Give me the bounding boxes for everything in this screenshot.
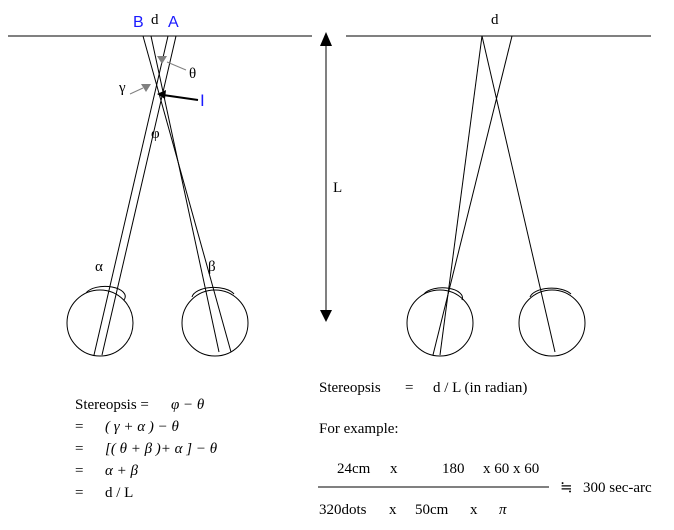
approx-symbol: ≒ — [560, 480, 573, 496]
label-beta: β — [208, 259, 216, 275]
numerator-term: 180 — [442, 461, 465, 477]
numerator-term: 24cm — [337, 461, 371, 477]
label-a: A — [168, 14, 179, 31]
label-b: B — [133, 14, 144, 31]
example-label: For example: — [319, 421, 399, 437]
derivation-line2-eq: = — [75, 419, 84, 435]
derivation-line5-expr: d / L — [105, 485, 134, 501]
derivation-line2-expr: ( γ + α ) − θ — [105, 419, 179, 435]
right-sight-lines — [432, 35, 556, 356]
formula-stereopsis-label: Stereopsis — [319, 380, 381, 396]
denominator-term: 50cm — [415, 502, 449, 518]
gamma-marker — [141, 84, 151, 92]
right-eye-right — [518, 287, 586, 357]
result-value: 300 sec-arc — [583, 480, 652, 496]
theta-leader — [166, 61, 187, 71]
label-gamma: γ — [119, 80, 126, 96]
derivation-line5-eq: = — [75, 485, 84, 501]
right-eye-left — [181, 286, 249, 357]
left-sight-lines — [93, 35, 232, 356]
denominator-times: x — [389, 502, 397, 518]
formula-equals: = — [405, 380, 414, 396]
derivation-line3-eq: = — [75, 441, 84, 457]
derivation-line1-expr: φ − θ — [171, 397, 205, 413]
denominator-times: x — [470, 502, 478, 518]
derivation-line3-expr: [( θ + β )+ α ] − θ — [105, 441, 218, 457]
label-alpha: α — [95, 259, 103, 275]
denominator-pi: π — [499, 502, 507, 518]
label-d-right: d — [491, 12, 499, 28]
derivation-line4-expr: α + β — [105, 463, 138, 479]
derivation-line4-eq: = — [75, 463, 84, 479]
left-eye-right — [406, 287, 474, 357]
gamma-leader — [129, 87, 144, 95]
intersection-arrow — [157, 90, 199, 101]
label-d-left: d — [151, 12, 159, 28]
theta-marker — [157, 56, 167, 64]
formula-value: d / L (in radian) — [433, 380, 528, 396]
denominator-term: 320dots — [319, 502, 367, 518]
left-eye-left — [66, 285, 134, 357]
derivation-line1-label: Stereopsis = — [75, 397, 149, 413]
label-theta: θ — [189, 66, 197, 82]
distance-arrow — [320, 32, 332, 322]
label-l: L — [333, 180, 343, 196]
numerator-times: x — [390, 461, 398, 477]
numerator-term: x 60 x 60 — [483, 461, 540, 477]
label-phi: φ — [151, 126, 160, 142]
label-i: I — [200, 91, 205, 110]
